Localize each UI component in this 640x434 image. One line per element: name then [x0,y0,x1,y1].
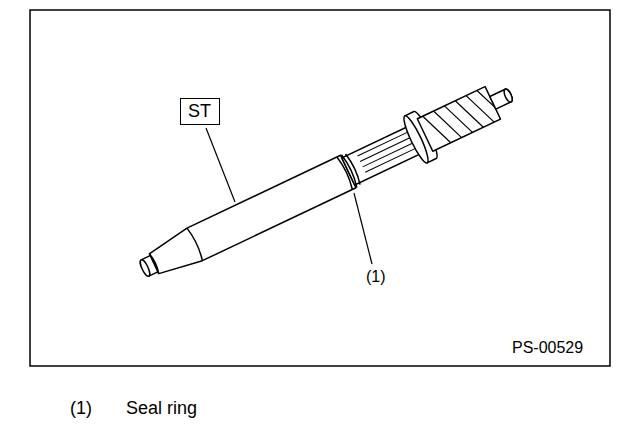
callout-number: (1) [366,268,386,286]
leader-line [206,128,235,202]
figure-frame [30,10,610,366]
spline-lines [358,131,418,172]
tool-tip-face [138,259,151,278]
callout-number: (1) [70,398,92,419]
tip-edge [149,253,160,274]
leader-line [354,193,372,264]
special-tool [146,155,356,280]
stub-face [502,88,513,103]
pinion-gear [417,87,500,152]
figure-code: PS-00529 [512,339,583,357]
gear-teeth [423,87,501,149]
seal-ring [337,152,362,189]
part-name: Seal ring [126,398,197,419]
taper-edge [187,227,204,260]
tool-code: ST [188,101,212,122]
shaft-stub [490,88,514,109]
tool-label-box: ST [180,98,220,125]
pinion-and-tool [131,71,522,293]
